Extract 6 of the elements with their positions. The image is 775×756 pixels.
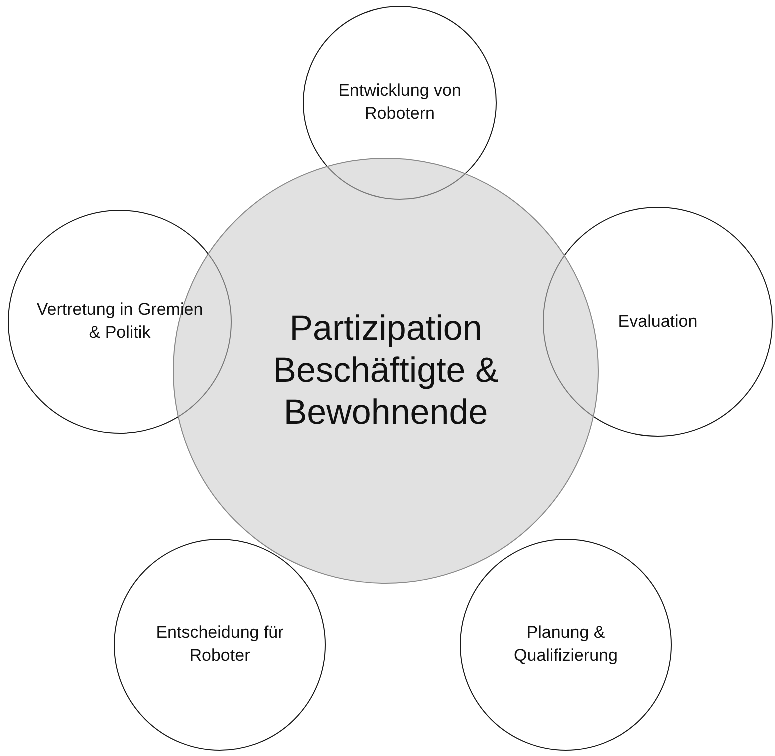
topic-label: Planung & Qualifizierung (513, 622, 619, 667)
topic-label: Entwicklung von Robotern (338, 80, 462, 125)
topic-label: Vertretung in Gremien & Politik (36, 299, 204, 344)
topic-label: Evaluation (618, 310, 698, 333)
central-title: Partizipation Beschäftigte & Bewohnende (272, 308, 500, 434)
topic-label: Entscheidung für Roboter (155, 622, 285, 667)
